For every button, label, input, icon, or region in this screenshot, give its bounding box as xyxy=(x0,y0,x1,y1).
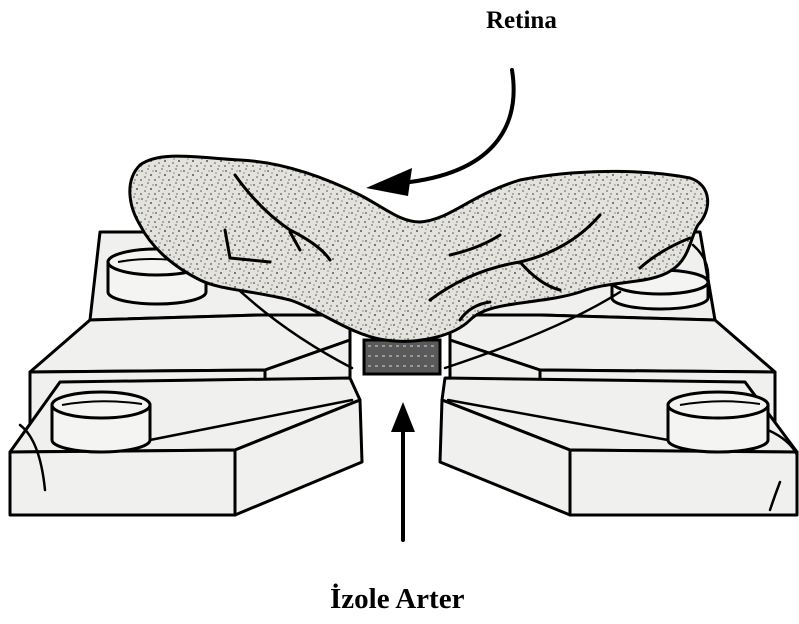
retina-arrowhead xyxy=(366,168,412,196)
isolated-artery xyxy=(364,340,440,374)
artery-pointer-arrow xyxy=(391,402,415,540)
isolated-artery-label: İzole Arter xyxy=(330,583,464,615)
artery-arrowhead xyxy=(391,402,415,432)
front-right-block-front xyxy=(570,450,797,515)
retina-pointer-arrow xyxy=(366,70,514,196)
pin-front-left xyxy=(52,392,150,452)
pin-front-right xyxy=(668,392,768,452)
retina-label: Retina xyxy=(486,6,557,36)
